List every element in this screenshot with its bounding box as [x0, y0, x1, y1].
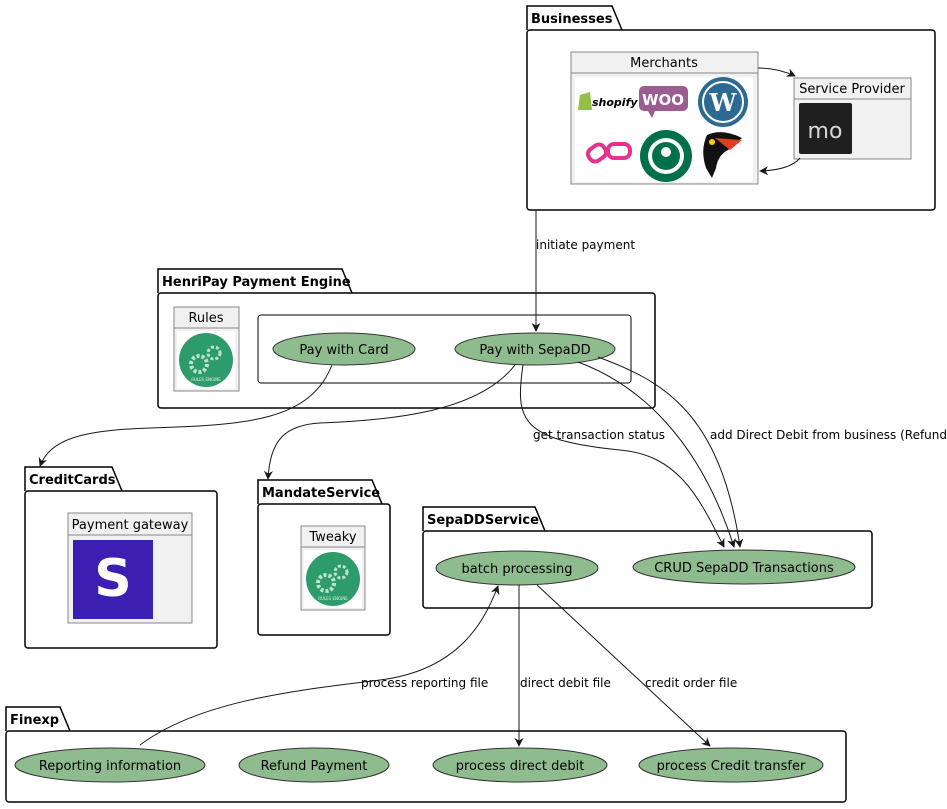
package-title-sepadd: SepaDDService	[427, 513, 539, 528]
henripay-usecase-frame	[257, 314, 632, 384]
svg-text:Refund Payment: Refund Payment	[261, 759, 368, 774]
package-title-creditcards: CreditCards	[29, 473, 116, 488]
component-merchants: Merchants shopify WOO W	[570, 51, 759, 185]
edge-add-direct-debit	[597, 356, 744, 548]
edge-sepadd-to-mandate	[263, 364, 516, 480]
usecase-process-direct-debit: process direct debit	[432, 747, 608, 783]
edge-label-dd-file: direct debit file	[520, 676, 611, 690]
stripe-logo	[73, 540, 153, 619]
edge-label-initiate: initiate payment	[536, 238, 635, 252]
edge-label-add-dd: add Direct Debit from business (Refund)	[710, 428, 947, 442]
edge-reporting-to-batch	[139, 585, 500, 746]
pink-link-logo	[585, 142, 632, 164]
woocommerce-logo-text: WOO	[642, 91, 684, 109]
mo-logo	[799, 103, 852, 154]
stripe-logo-text: S	[94, 549, 131, 609]
woocommerce-logo: WOO	[639, 86, 688, 118]
package-title-mandate: MandateService	[262, 486, 380, 501]
toucan-logo	[703, 132, 742, 178]
rules-engine-label: RULES ENGINE	[191, 377, 221, 382]
edge-label-get-status: get transaction status	[533, 428, 665, 442]
svg-text:batch processing: batch processing	[462, 562, 573, 577]
package-finexp: Finexp	[5, 706, 847, 803]
svg-text:process Credit transfer: process Credit transfer	[657, 759, 806, 774]
svg-text:Pay with SepaDD: Pay with SepaDD	[479, 343, 590, 358]
component-title-merchants: Merchants	[630, 56, 698, 71]
component-payment-gateway: Payment gateway S	[67, 512, 193, 624]
svg-text:process direct debit: process direct debit	[456, 759, 585, 774]
component-title-service-provider: Service Provider	[799, 82, 905, 97]
tweaky-engine-label: RULES ENGINE	[318, 596, 348, 601]
edge-label-reporting-file: process reporting file	[361, 676, 488, 690]
component-service-provider: Service Provider mo	[793, 77, 912, 160]
component-title-rules: Rules	[188, 311, 223, 326]
usecase-pay-with-card: Pay with Card	[272, 332, 416, 366]
usecase-reporting-information: Reporting information	[14, 747, 206, 783]
shopify-logo-text: shopify	[592, 96, 638, 109]
edge-merchants-to-provider	[757, 67, 796, 77]
mo-logo-text: mo	[808, 119, 843, 144]
package-title-businesses: Businesses	[531, 12, 613, 27]
package-title-henripay: HenriPay Payment Engine	[162, 275, 351, 290]
edge-label-credit-file: credit order file	[645, 676, 737, 690]
usecase-crud-sepadd: CRUD SepaDD Transactions	[632, 549, 856, 585]
svg-text:Reporting information: Reporting information	[39, 759, 181, 774]
usecase-batch-processing: batch processing	[435, 550, 599, 586]
svg-text:CRUD SepaDD Transactions: CRUD SepaDD Transactions	[654, 561, 834, 576]
usecase-refund-payment: Refund Payment	[238, 747, 390, 783]
svg-text:Pay with Card: Pay with Card	[299, 343, 388, 358]
edge-provider-to-merchants	[759, 157, 801, 176]
component-rules: Rules RULES ENGINE	[173, 306, 240, 392]
usecase-pay-with-sepadd: Pay with SepaDD	[454, 332, 616, 366]
svg-text:W: W	[709, 88, 738, 117]
edge-batch-to-credit-transfer	[536, 584, 711, 747]
component-tweaky: Tweaky RULES ENGINE	[300, 525, 366, 611]
edge-get-transaction-status	[519, 364, 725, 548]
component-title-tweaky: Tweaky	[308, 530, 356, 545]
package-title-finexp: Finexp	[10, 713, 59, 728]
wordpress-logo: W	[698, 77, 748, 127]
edge-sepadd-to-crud	[577, 361, 736, 548]
edge-card-to-creditcards	[38, 364, 333, 467]
component-title-payment-gateway: Payment gateway	[72, 518, 189, 533]
usecase-process-credit-transfer: process Credit transfer	[638, 747, 824, 783]
shopify-logo: shopify	[578, 92, 638, 110]
starbucks-logo	[640, 130, 692, 182]
